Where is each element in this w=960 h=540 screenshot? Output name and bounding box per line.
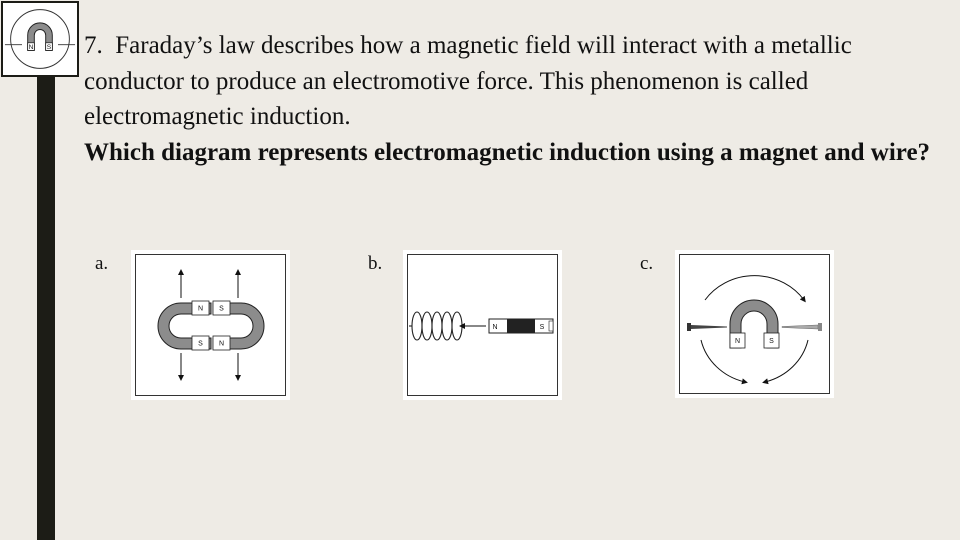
question-number: 7. bbox=[84, 32, 103, 59]
field-arc bbox=[762, 339, 809, 385]
logo-pole-n: N bbox=[29, 44, 34, 51]
magnet-logo: N S bbox=[1, 1, 79, 77]
pole-label-n: N bbox=[219, 341, 224, 348]
nail-right bbox=[781, 323, 822, 331]
option-b-letter: b. bbox=[368, 253, 383, 274]
left-horseshoe-magnet bbox=[157, 302, 212, 350]
option-c-letter: c. bbox=[640, 253, 654, 274]
pole-label-s: S bbox=[540, 324, 545, 331]
wire-coil bbox=[409, 311, 463, 341]
horseshoe-magnet bbox=[729, 299, 779, 349]
right-horseshoe-magnet bbox=[212, 302, 265, 350]
pole-label-n: N bbox=[735, 338, 740, 345]
field-arc bbox=[704, 275, 806, 303]
question-text: 7. Faraday’s law describes how a magneti… bbox=[84, 28, 934, 170]
pole-label-n: N bbox=[492, 324, 497, 331]
option-c-diagram[interactable]: N S bbox=[675, 250, 834, 398]
horseshoe-magnet-with-nails: N S bbox=[687, 275, 822, 385]
question-prompt: Which diagram represents electromagnetic… bbox=[84, 138, 931, 166]
sidebar-bar bbox=[37, 76, 55, 540]
field-arc bbox=[700, 339, 748, 385]
pole-label-s: S bbox=[219, 306, 224, 313]
coil-and-bar-magnet: N S bbox=[409, 311, 554, 341]
logo-pole-s: S bbox=[47, 44, 52, 51]
option-a-diagram[interactable]: N S S N bbox=[131, 250, 290, 400]
opposing-horseshoe-magnets: N S S N bbox=[157, 269, 265, 381]
option-a-letter: a. bbox=[95, 253, 109, 274]
question-intro: Faraday’s law describes how a magnetic f… bbox=[84, 32, 852, 130]
option-b-diagram[interactable]: N S bbox=[403, 250, 562, 400]
pole-label-s: S bbox=[769, 338, 774, 345]
pole-label-n: N bbox=[198, 306, 203, 313]
pole-label-s: S bbox=[198, 341, 203, 348]
nail-left bbox=[687, 323, 727, 331]
horseshoe-magnet-icon: N S bbox=[4, 9, 76, 69]
